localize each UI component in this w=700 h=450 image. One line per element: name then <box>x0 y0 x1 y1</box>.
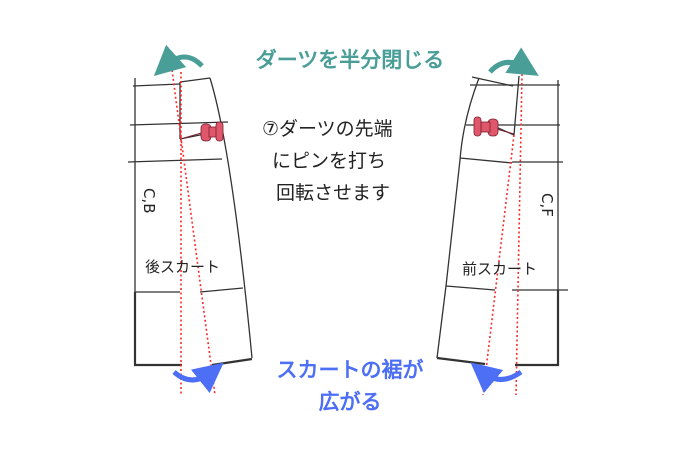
back-skirt-label: 後スカート <box>145 258 221 276</box>
result-line-2: 広がる <box>318 390 382 414</box>
rotate-arrow-icon <box>488 47 539 76</box>
center-front-label: C,F <box>538 193 556 217</box>
front-guide-lines <box>482 73 523 396</box>
instruction-line-1: ⑦ダーツの先端 <box>262 118 393 140</box>
back-guide-lines <box>171 69 216 396</box>
rotate-arrow-icon <box>172 362 224 394</box>
pushpin-icon <box>473 116 515 137</box>
pushpin-icon <box>183 121 224 142</box>
diagram-title: ダーツを半分閉じる <box>255 48 445 72</box>
instruction-line-3: 回転させます <box>276 182 391 204</box>
rotate-arrow-icon <box>153 44 204 77</box>
instruction-line-2: にピンを打ち <box>272 150 387 172</box>
front-skirt-piece <box>436 75 568 367</box>
front-skirt-label: 前スカート <box>462 260 538 278</box>
rotate-arrow-icon <box>470 362 523 394</box>
center-back-label: C,B <box>140 188 158 214</box>
back-skirt-piece <box>127 77 253 367</box>
result-line-1: スカートの裾が <box>276 358 424 382</box>
